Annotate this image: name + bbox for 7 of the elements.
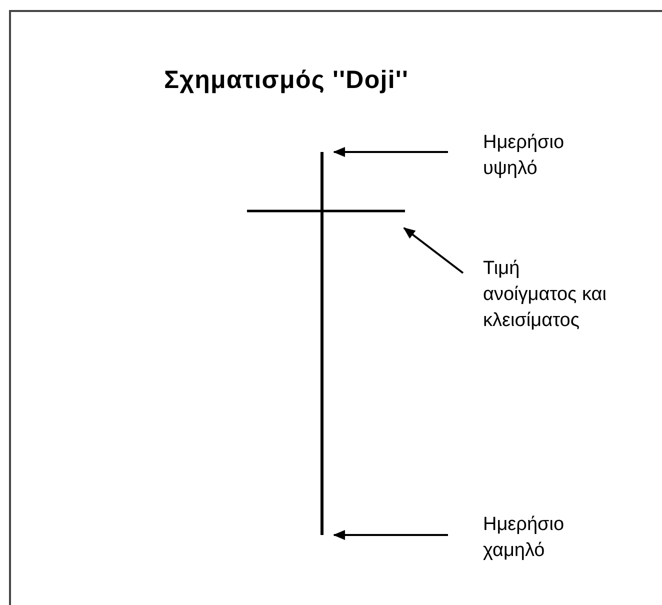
leader-arrow bbox=[403, 227, 464, 274]
title: Σχηματισμός ''Doji'' bbox=[164, 65, 409, 96]
leader-arrow bbox=[333, 530, 448, 540]
callout-text: Ημερήσιο χαμηλό bbox=[483, 513, 566, 563]
callout-text: Τιμή ανοίγματος και κλεισίματος bbox=[483, 257, 608, 333]
callout-text: Ημερήσιο υψηλό bbox=[483, 131, 566, 181]
leader-arrow bbox=[333, 147, 448, 157]
